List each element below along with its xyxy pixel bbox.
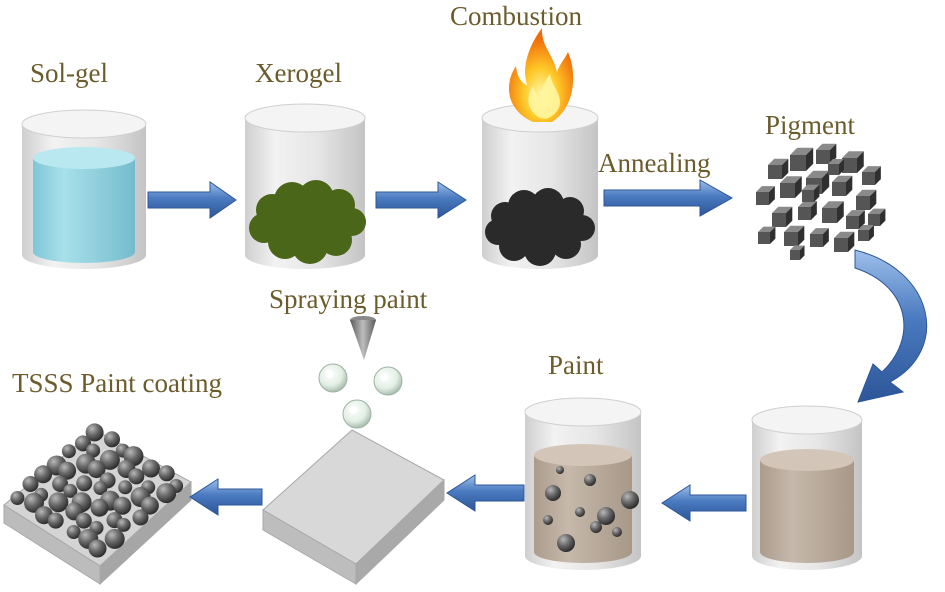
label-pigment: Pigment <box>765 110 856 140</box>
pigment-cube <box>798 201 817 220</box>
pigment-cube <box>862 166 881 185</box>
arrow-paint-to-substrate <box>446 474 525 512</box>
coating-sphere <box>76 475 93 492</box>
pigment-cube <box>756 186 775 205</box>
paint-particle <box>621 491 639 509</box>
pigment-cube <box>842 151 864 173</box>
pigment-cube <box>790 245 805 260</box>
coating-spheres <box>10 423 184 558</box>
xerogel-beaker <box>244 103 366 269</box>
coating-sphere <box>87 460 106 479</box>
coating-sphere <box>85 423 104 442</box>
arrow-solgel-to-xerogel <box>147 181 237 219</box>
coating-sphere <box>104 528 125 549</box>
label-spraying-paint: Spraying paint <box>269 284 428 314</box>
paint-particle <box>556 466 564 474</box>
coating-sphere <box>90 498 109 517</box>
label-solgel: Sol-gel <box>30 58 108 88</box>
pigment-cube <box>810 228 829 247</box>
coating-sphere <box>75 512 92 529</box>
substrate-plate <box>262 429 445 586</box>
arrow-substrate-to-coating <box>189 478 263 516</box>
pigment-cube <box>856 189 877 210</box>
coating-sphere <box>61 444 76 459</box>
coating-sphere <box>158 465 175 482</box>
coating-sphere <box>58 461 77 480</box>
coating-sphere <box>142 459 160 478</box>
xerogel-blob <box>249 180 366 264</box>
coating-sphere <box>66 525 81 539</box>
combustion-beaker <box>481 28 599 269</box>
paint-beaker-right <box>751 405 863 570</box>
paint-particle <box>543 515 553 525</box>
coating-sphere <box>113 496 132 515</box>
coating-sphere <box>104 431 120 448</box>
coating-sphere <box>22 476 39 492</box>
arrow-xerogel-to-combustion <box>375 181 467 219</box>
pigment-cube <box>858 225 874 241</box>
pigment-cube <box>834 231 855 252</box>
paint-particle <box>557 534 575 552</box>
coating-sphere <box>116 517 131 532</box>
pigment-cube <box>758 226 776 244</box>
coating-sphere <box>86 443 101 458</box>
paint-beaker-with-particles <box>524 397 642 570</box>
label-tsss-paint-coating: TSSS Paint coating <box>12 368 223 398</box>
pigment-cube <box>846 210 865 229</box>
pigment-cube <box>790 147 814 171</box>
pigment-cubes <box>756 143 886 260</box>
coating-sphere <box>140 496 159 515</box>
coating-sphere <box>132 509 149 526</box>
paint-particle <box>612 527 622 537</box>
paint-particle <box>584 474 596 486</box>
coating-sphere <box>156 483 177 504</box>
coating-sphere <box>34 465 53 484</box>
coated-plate <box>3 423 192 586</box>
pigment-cube <box>772 206 793 227</box>
pigment-cube <box>822 201 844 223</box>
coating-sphere <box>118 480 133 495</box>
coating-sphere <box>93 481 108 495</box>
solgel-beaker <box>21 109 147 269</box>
pigment-cube <box>802 184 820 202</box>
coating-sphere <box>128 468 145 485</box>
paint-particle <box>590 521 602 533</box>
pigment-cube <box>868 208 886 226</box>
label-annealing: Annealing <box>598 148 711 178</box>
label-paint: Paint <box>548 350 604 380</box>
coating-sphere <box>47 512 64 529</box>
label-xerogel: Xerogel <box>255 58 342 88</box>
pigment-cube <box>832 175 853 196</box>
coating-sphere <box>63 483 78 498</box>
pigment-cube <box>816 143 837 164</box>
spray-droplets <box>318 363 403 429</box>
arrow-paint-to-paint-particles <box>661 484 747 522</box>
spray-nozzle-icon <box>350 316 376 360</box>
paint-particle <box>545 485 561 501</box>
pigment-cube <box>780 176 802 198</box>
arrow-curved-pigment-to-paint <box>854 249 928 403</box>
pigment-cube <box>768 158 789 179</box>
coating-sphere <box>99 449 120 470</box>
pigment-cube <box>828 159 844 175</box>
paint-particle <box>575 507 585 517</box>
coating-sphere <box>10 491 25 505</box>
paint-particles <box>543 466 639 552</box>
paint-particle <box>597 507 615 525</box>
arrow-annealing <box>603 179 734 217</box>
coating-sphere <box>88 539 107 558</box>
coating-sphere <box>48 492 69 513</box>
combustion-residue <box>485 188 595 266</box>
flame-icon <box>508 28 574 122</box>
pigment-cube <box>784 225 805 246</box>
label-combustion: Combustion <box>450 1 583 31</box>
